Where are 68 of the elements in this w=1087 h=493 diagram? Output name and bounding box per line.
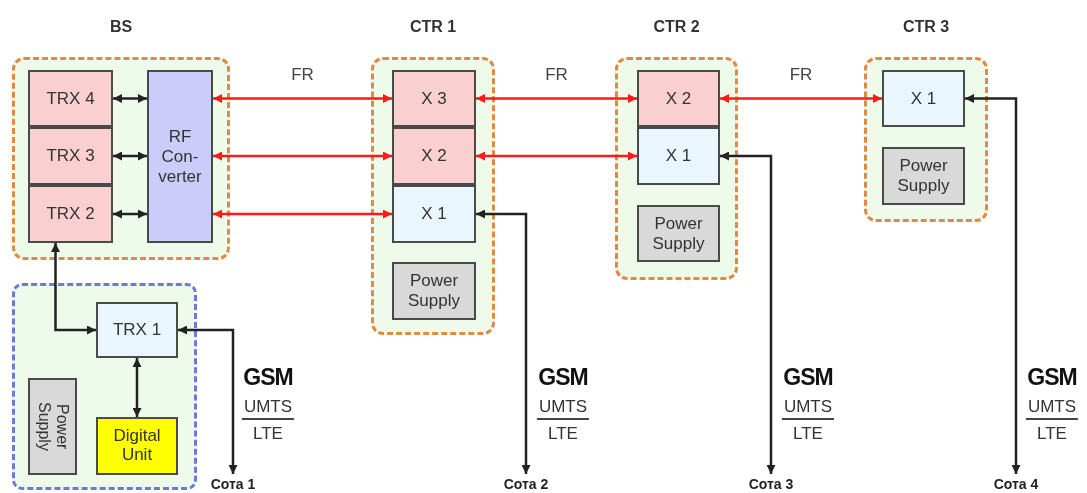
module-box — [96, 302, 178, 358]
connector-arrow — [720, 94, 882, 103]
box-label: Power Supply — [896, 156, 951, 196]
standard-label: GSM — [243, 364, 293, 391]
box-label: TRX 1 — [112, 320, 162, 340]
box-label: X 1 — [910, 88, 937, 109]
connector-arrow — [113, 209, 147, 219]
standard-label: GSM — [783, 364, 833, 391]
box-label: X 2 — [665, 88, 692, 109]
connector-arrow — [113, 151, 147, 161]
standard-label: UMTS — [241, 397, 295, 420]
connector-arrow — [476, 151, 637, 161]
standard-label: LTE — [548, 424, 578, 444]
box-label: TRX 3 — [46, 146, 95, 166]
module-box — [392, 70, 476, 127]
module-box — [28, 127, 113, 185]
standard-label: GSM — [538, 364, 588, 391]
box-label: Power Supply — [407, 271, 461, 311]
standard-label: UMTS — [781, 397, 835, 420]
box-label: TRX 2 — [46, 204, 95, 224]
dashed-group-box — [12, 283, 197, 490]
connector-arrow — [476, 94, 637, 103]
power-supply-box — [637, 205, 720, 262]
box-label: Digital Unit — [112, 427, 162, 465]
standard-label: UMTS — [536, 397, 590, 420]
connector-arrow — [720, 151, 776, 474]
module-box — [637, 127, 720, 185]
group-heading: CTR 3 — [901, 18, 951, 36]
standard-label: LTE — [1037, 424, 1067, 444]
converter-box — [147, 70, 213, 243]
group-heading: BS — [108, 18, 134, 36]
module-box — [392, 185, 476, 243]
box-label: X 1 — [421, 204, 447, 224]
digital-unit-box — [96, 417, 178, 475]
connector-arrow — [965, 94, 1021, 474]
connector-arrow — [213, 151, 392, 161]
connector-arrow — [213, 209, 392, 219]
box-label: X 1 — [665, 146, 692, 166]
power-supply-box — [882, 147, 965, 205]
connector-arrow — [213, 94, 392, 103]
group-heading: CTR 1 — [408, 18, 458, 36]
module-box — [28, 185, 113, 243]
connector-arrow — [476, 209, 531, 474]
box-label: X 2 — [421, 146, 447, 166]
box-label: Сота 1 — [210, 475, 256, 492]
standard-label: LTE — [793, 424, 823, 444]
connector-arrow — [132, 358, 142, 417]
box-label: Power Supply — [651, 213, 706, 254]
box-label: Сота 3 — [748, 475, 794, 492]
module-box — [28, 70, 113, 127]
box-label: Сота 4 — [993, 475, 1039, 492]
box-label: Power Supply — [34, 401, 71, 453]
module-box — [392, 127, 476, 185]
module-box — [637, 70, 720, 127]
connector-arrow — [51, 243, 96, 335]
power-supply-box — [392, 262, 476, 320]
standard-label: GSM — [1027, 364, 1077, 391]
group-heading: CTR 2 — [652, 18, 701, 36]
box-label: TRX 4 — [46, 88, 95, 109]
power-supply-box — [28, 378, 77, 475]
standard-label: LTE — [253, 424, 283, 444]
module-box — [882, 70, 965, 127]
connector-arrow — [113, 94, 147, 103]
standard-label: UMTS — [1025, 397, 1079, 420]
connector-arrow — [178, 325, 238, 474]
box-label: X 3 — [421, 88, 447, 109]
box-label: RF Con- verter — [157, 126, 203, 187]
box-label: Сота 2 — [503, 475, 549, 492]
